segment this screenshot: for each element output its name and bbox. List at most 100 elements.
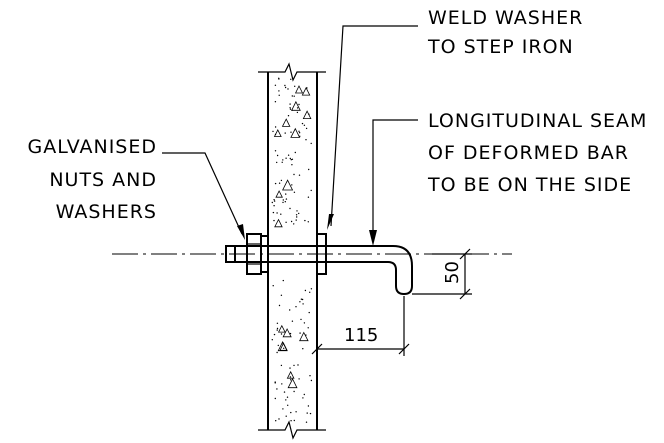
concrete-dot [276,154,279,157]
concrete-dot [273,200,276,202]
concrete-dot [274,150,277,152]
concrete-dot [304,289,307,292]
concrete-dot [287,88,289,90]
concrete-dot [280,213,282,215]
leader-weld-washer [327,25,418,230]
concrete-aggregate [277,324,286,333]
concrete-dot [309,375,311,377]
leader-line-nuts [162,152,243,235]
concrete-dot [276,212,278,214]
threaded-end [225,245,235,263]
concrete-dot [280,333,283,335]
concrete-dot [278,78,280,80]
concrete-dot [285,415,287,417]
step-iron [225,233,413,296]
concrete-dot [307,327,309,329]
concrete-dot [287,404,289,406]
concrete-aggregate [291,100,301,111]
nuts-label-line-1: GALVANISED [27,136,157,158]
concrete-dot [306,412,308,414]
concrete-dot [289,108,292,110]
seam-label-line-2: OF DEFORMED BAR [428,142,629,164]
concrete-dot [289,107,291,109]
concrete-dot [293,173,295,176]
concrete-aggregate [301,86,311,96]
concrete-dot [290,411,292,414]
concrete-dot [298,130,300,132]
concrete-dot [282,159,284,161]
concrete-dot [308,311,310,314]
concrete-aggregate [294,85,304,94]
concrete-dot [284,84,286,87]
concrete-dot [291,184,293,186]
concrete-aggregate [299,331,309,342]
concrete-dot [291,320,294,322]
concrete-dot [298,132,301,134]
concrete-aggregate [287,378,298,389]
concrete-dot [284,86,287,89]
leader-seam [369,119,418,246]
concrete-dot [295,214,298,216]
concrete-dot [273,333,276,336]
concrete-aggregate [282,328,292,338]
concrete-dot [310,379,313,382]
concrete-dot [273,199,275,201]
concrete-dot [274,101,277,103]
dimension-50-text: 50 [442,261,463,284]
concrete-dot [302,397,304,399]
concrete-dot [290,159,292,161]
concrete-dot [298,212,300,215]
concrete-dot [307,196,310,198]
concrete-dot [276,329,278,331]
concrete-dot [302,348,304,350]
concrete-dot [274,182,277,185]
concrete-dot [289,376,292,378]
concrete-dot [289,332,292,335]
concrete-aggregate [282,179,294,191]
concrete-dot [276,161,278,164]
concrete-dot [296,216,298,218]
concrete-aggregate [275,190,283,198]
concrete-dot [295,411,297,413]
concrete-dot [285,399,287,401]
concrete-aggregate [290,127,301,138]
concrete-dot [276,322,279,324]
concrete-dot [278,90,280,92]
concrete-dot [274,126,277,128]
concrete-dot [309,291,311,293]
concrete-dot [291,95,293,97]
concrete-dot [280,294,283,296]
concrete-dot [278,304,281,307]
concrete-dot [296,111,299,114]
concrete-dot [303,124,306,127]
concrete-dot [273,219,275,222]
concrete-dot [284,132,286,134]
concrete-dot [276,388,278,390]
concrete-dot [273,205,275,207]
concrete-dot [272,130,274,133]
washer-left [260,235,269,273]
concrete-dot [290,420,292,422]
concrete-dot [289,157,291,160]
concrete-dot [283,347,285,349]
concrete-dot [286,396,289,398]
concrete-dot [296,107,299,109]
concrete-dot [301,298,304,301]
concrete-dot [271,201,273,204]
weld-washer [316,233,327,275]
concrete-dot [310,288,313,290]
concrete-dot [310,189,312,192]
concrete-aggregate [273,129,282,137]
concrete-dot [298,103,300,106]
concrete-dot [303,393,305,396]
arrow-head-nuts [237,224,245,240]
concrete-dot [297,364,299,366]
concrete-dot [290,220,293,223]
leader-line-weld-washer [330,25,418,227]
concrete-dot [280,179,283,182]
break-line-top [258,62,326,82]
dim-tick-right [398,343,410,355]
concrete-dot [293,364,295,367]
concrete-dot [285,221,287,223]
